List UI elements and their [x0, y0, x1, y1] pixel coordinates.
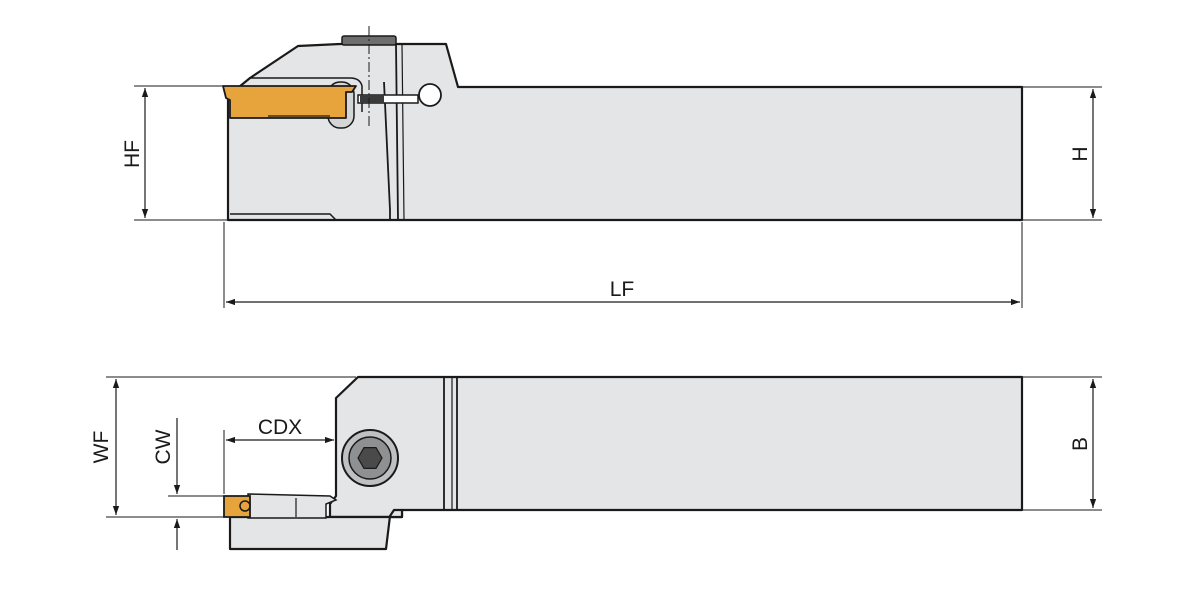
h-label: H: [1069, 146, 1092, 161]
lf-label: LF: [610, 278, 635, 301]
side-view-head-line-c: [401, 43, 405, 221]
key-slot-dark: [360, 95, 384, 103]
wf-label: WF: [90, 431, 113, 464]
top-view-insert: [223, 495, 251, 518]
key-hole: [418, 83, 442, 107]
side-view-clamp-profile: [250, 77, 363, 112]
side-view-shank: [226, 42, 1024, 222]
top-view-shank: [328, 375, 1024, 519]
top-view-insert-screw: [239, 500, 251, 512]
cw-label: CW: [152, 429, 175, 464]
side-view-head-line-b: [395, 43, 399, 221]
top-view-blade-arm: [247, 493, 338, 519]
side-view: [222, 26, 1024, 222]
hf-label: HF: [121, 140, 144, 168]
side-view-dimensions: HF H LF: [121, 85, 1102, 308]
side-view-head-notch: [230, 213, 392, 221]
top-view-dimensions: WF CW CDX B: [90, 376, 1102, 550]
side-view-head-line-a: [383, 81, 391, 220]
top-view: [223, 375, 1024, 551]
side-view-insert: [222, 85, 357, 119]
hex-socket-icon: [357, 447, 383, 469]
b-label: B: [1069, 437, 1092, 451]
top-view-head-lower: [228, 508, 404, 551]
cdx-label: CDX: [258, 416, 302, 439]
